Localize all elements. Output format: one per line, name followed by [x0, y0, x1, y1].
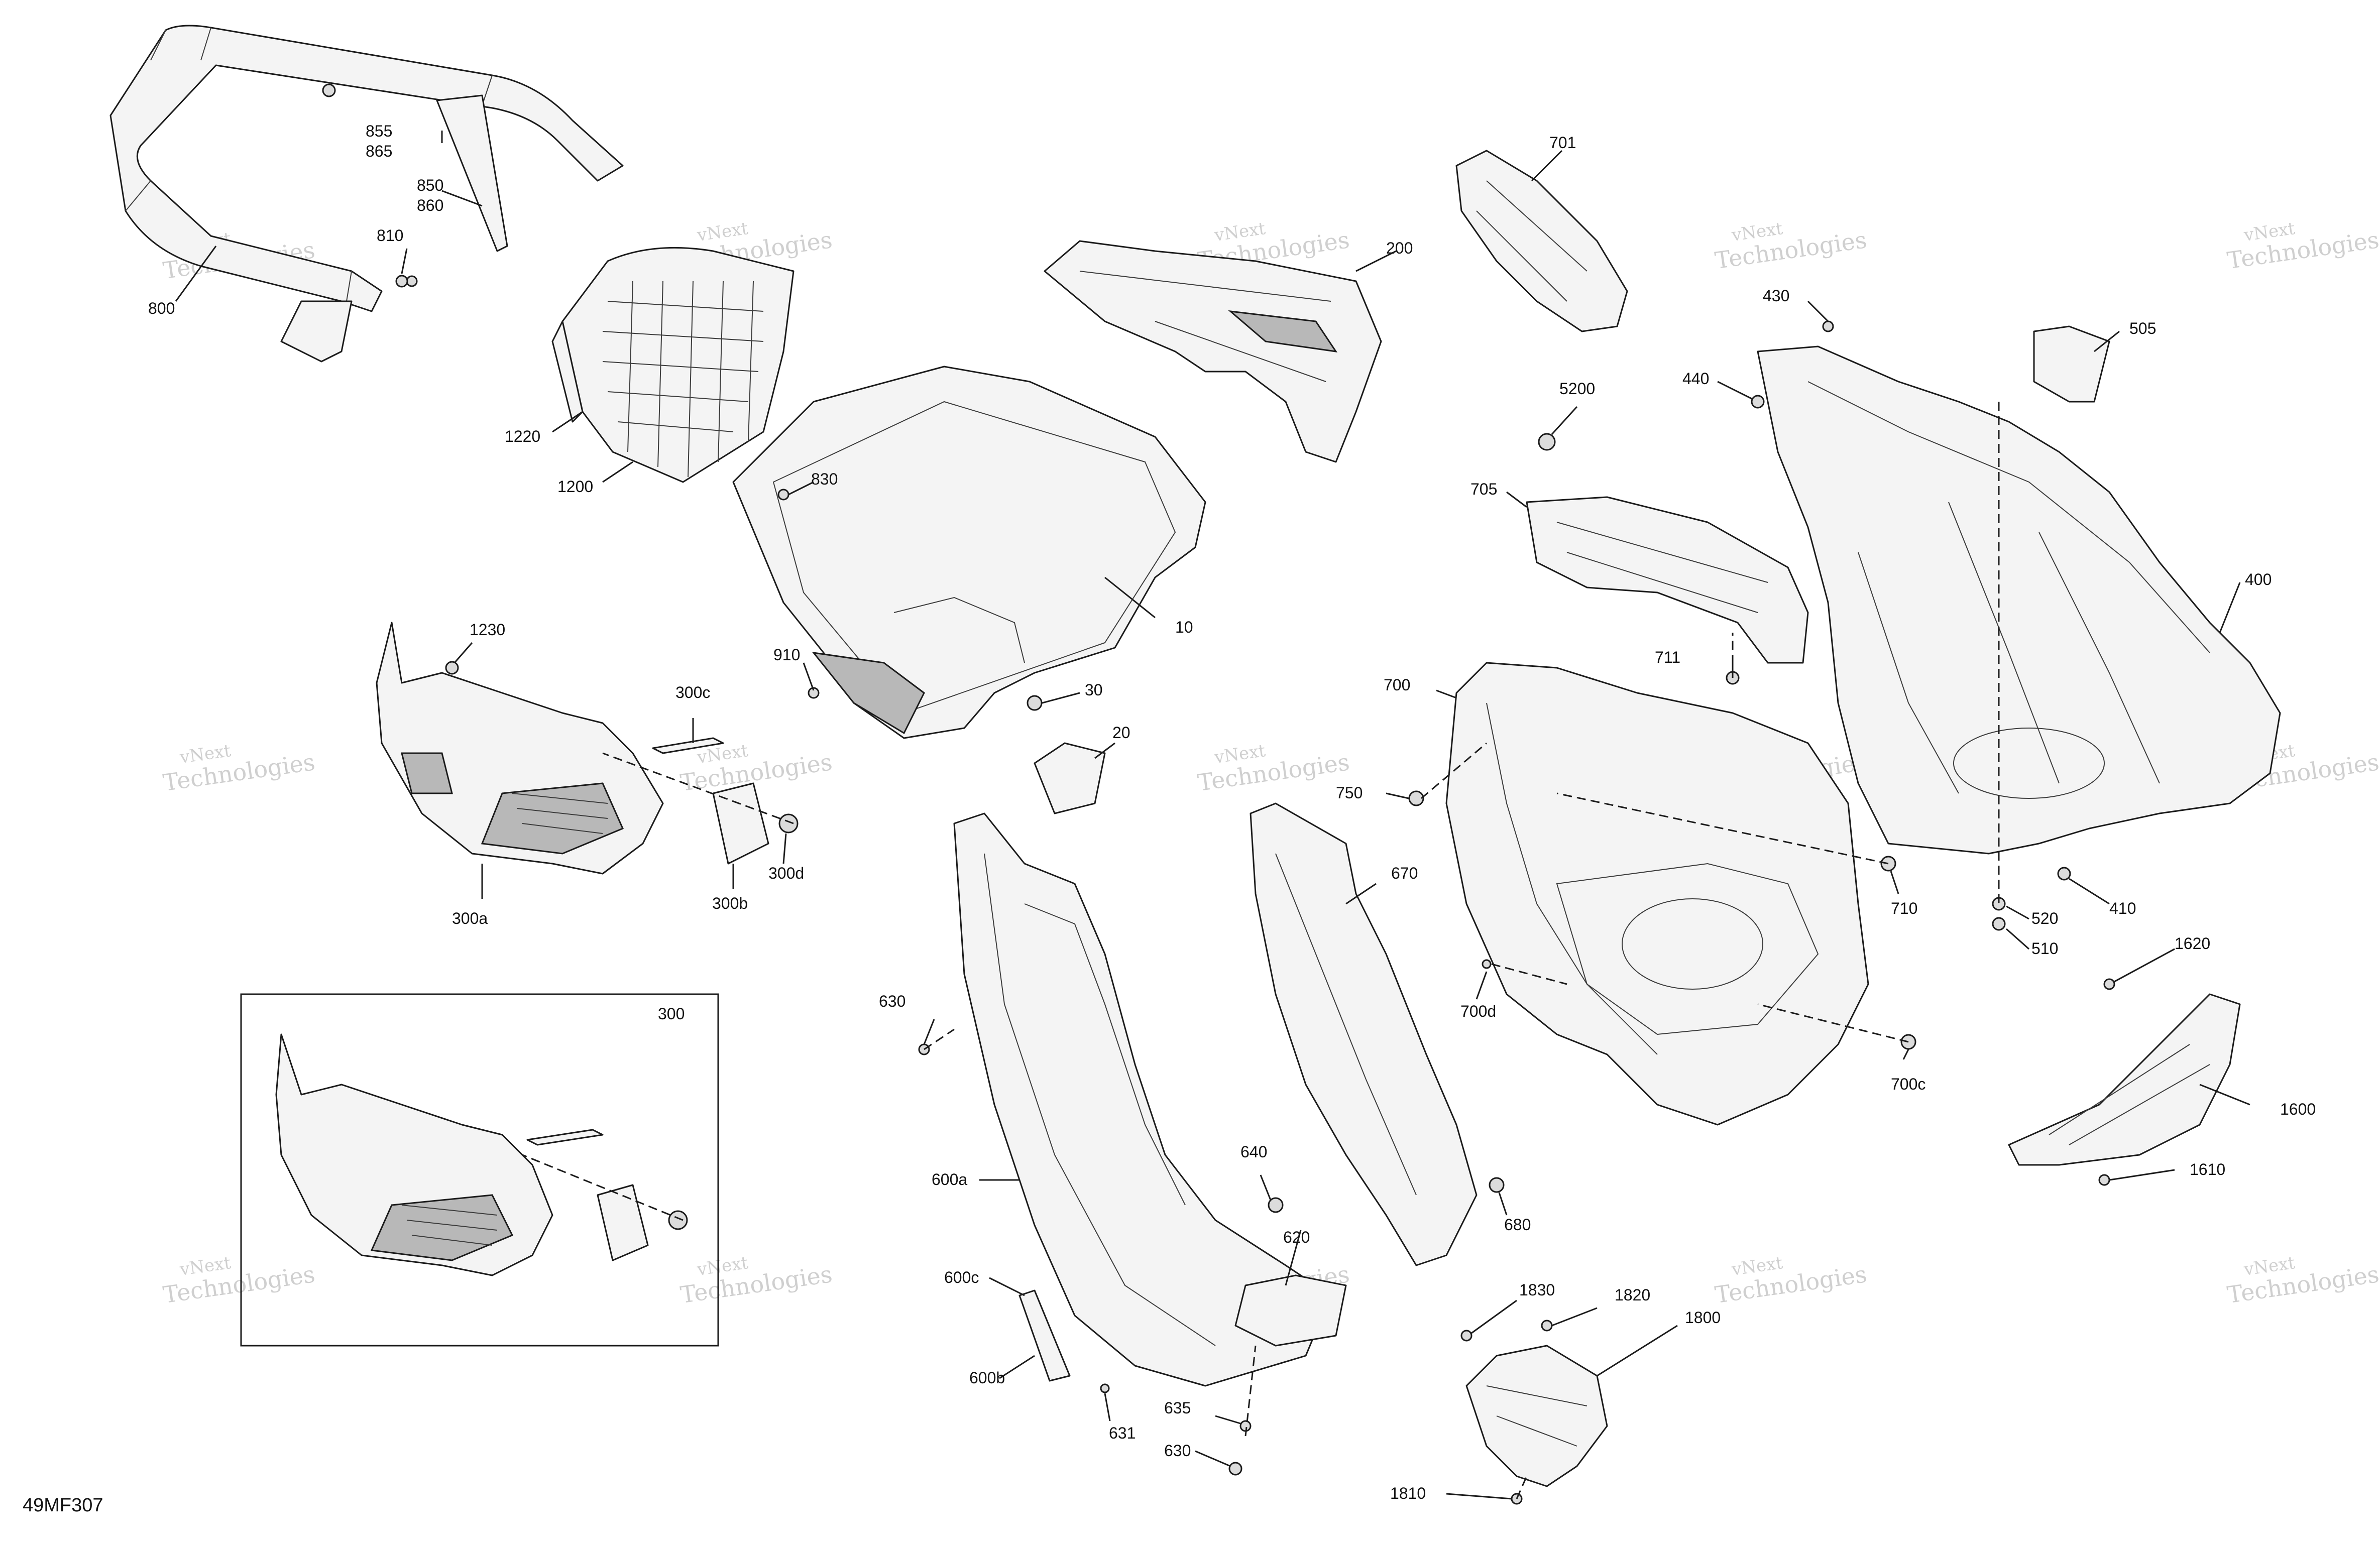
part-505-plate: [2033, 325, 2110, 403]
callout-1800: 1800: [1685, 1309, 1721, 1327]
assembly-lines: [522, 402, 2000, 1499]
callout-700: 700: [1384, 676, 1410, 694]
hardware-group: [395, 275, 2115, 1505]
part-400-body: [1757, 345, 2281, 855]
watermark: vNext Technologies: [2225, 218, 2380, 274]
callout-1200: 1200: [557, 478, 593, 496]
callout-1820: 1820: [1615, 1286, 1650, 1304]
callout-5200: 5200: [1559, 380, 1595, 398]
callout-855: 855: [366, 122, 392, 140]
callout-300d: 300d: [768, 864, 804, 882]
callout-410: 410: [2109, 899, 2136, 917]
callout-630-lower: 630: [1164, 1442, 1191, 1460]
watermark: vNext Technologies: [678, 741, 834, 796]
callout-711: 711: [1655, 648, 1680, 666]
part-300a-panel: [376, 622, 664, 875]
watermark: vNext Technologies: [1713, 1253, 1868, 1309]
callout-810: 810: [377, 226, 403, 245]
part-700-housing: [1445, 662, 1869, 1126]
callout-600c: 600c: [944, 1268, 979, 1286]
callout-1830: 1830: [1519, 1281, 1555, 1299]
callout-600a: 600a: [932, 1170, 967, 1189]
callout-400: 400: [2245, 570, 2272, 588]
part-600b-trim: [1018, 1289, 1071, 1382]
figure-id: 49MF307: [23, 1495, 103, 1516]
part-800-grab-bar: [109, 25, 624, 363]
watermark: vNext Technologies: [2225, 1253, 2380, 1309]
callout-300a: 300a: [452, 909, 488, 927]
callout-30: 30: [1085, 681, 1103, 699]
callout-600b: 600b: [969, 1369, 1005, 1387]
callout-1610: 1610: [2190, 1160, 2225, 1178]
callout-200: 200: [1386, 239, 1413, 257]
callout-800: 800: [148, 299, 175, 317]
part-1800-bracket: [1465, 1345, 1608, 1487]
callout-830: 830: [811, 470, 838, 488]
callout-1230: 1230: [470, 621, 505, 639]
watermark: vNext Technologies: [1713, 218, 1868, 274]
callout-520: 520: [2031, 909, 2058, 927]
inset-label-300: 300: [658, 1005, 685, 1023]
part-200-dash-panel: [1044, 240, 1382, 463]
callout-430: 430: [1763, 287, 1789, 305]
callout-440: 440: [1682, 370, 1709, 388]
callout-700d: 700d: [1460, 1002, 1496, 1020]
callout-700c: 700c: [1891, 1075, 1925, 1093]
watermark: vNext Technologies: [678, 1253, 834, 1309]
part-300d-fastener: [778, 813, 799, 834]
callout-710: 710: [1891, 899, 1917, 917]
callout-510: 510: [2031, 939, 2058, 958]
watermark: vNext Technologies: [161, 741, 316, 796]
part-300b-clip: [712, 782, 769, 865]
callout-620: 620: [1283, 1228, 1310, 1246]
callout-20: 20: [1112, 724, 1130, 742]
callout-680: 680: [1504, 1216, 1531, 1234]
callout-910: 910: [773, 646, 800, 664]
part-701-bracket: [1455, 150, 1628, 332]
watermark: vNext Technologies: [1196, 741, 1351, 796]
leader-lines: [175, 131, 2250, 1500]
callout-860: 860: [417, 196, 443, 214]
callout-630: 630: [879, 992, 905, 1010]
callout-10: 10: [1175, 618, 1193, 636]
callout-labels: 800 810 850 860 855 865 1220 1200 830 10…: [148, 122, 2316, 1502]
part-670-panel: [1250, 802, 1478, 1266]
callout-635: 635: [1164, 1399, 1191, 1417]
watermark: vNext Technologies: [161, 1253, 316, 1309]
part-20-bracket: [1034, 742, 1106, 814]
part-620-plate: [1234, 1274, 1347, 1347]
callout-1810: 1810: [1390, 1484, 1426, 1502]
callout-300b: 300b: [712, 894, 748, 912]
callout-300c: 300c: [675, 683, 710, 701]
callout-1600: 1600: [2280, 1100, 2316, 1118]
part-1200-grille: [551, 247, 795, 483]
callout-705: 705: [1470, 480, 1497, 498]
callout-640: 640: [1240, 1143, 1267, 1161]
callout-865: 865: [366, 142, 392, 160]
part-1600-bracket: [2008, 993, 2241, 1166]
callout-701: 701: [1549, 134, 1576, 152]
callout-1220: 1220: [505, 427, 540, 445]
callout-631: 631: [1109, 1424, 1136, 1442]
callout-750: 750: [1336, 784, 1363, 802]
callout-505: 505: [2129, 319, 2156, 337]
callout-850: 850: [417, 176, 443, 194]
part-10-tub: [732, 366, 1206, 739]
part-705-cover: [1526, 496, 1809, 664]
inset-300: [240, 993, 719, 1347]
callout-670: 670: [1391, 864, 1418, 882]
callout-1620: 1620: [2175, 934, 2210, 953]
part-600a-side-panel: [953, 812, 1332, 1387]
